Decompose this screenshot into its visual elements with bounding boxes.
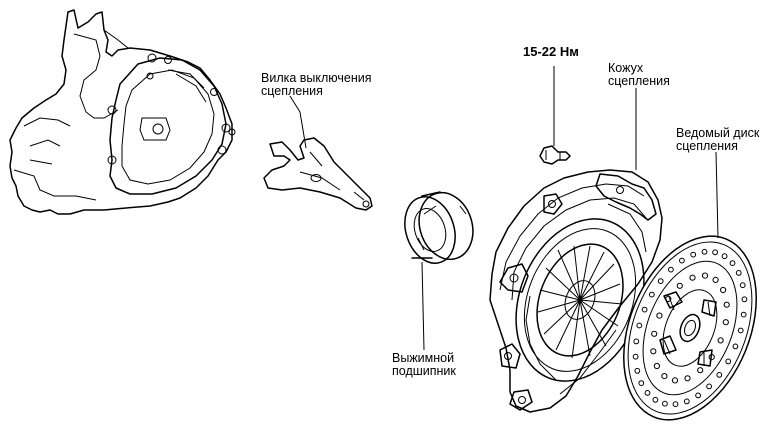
rivet-hole (672, 401, 679, 408)
rivet-hole (683, 398, 690, 405)
rivet-hole (737, 327, 744, 334)
rivet-hole (706, 383, 712, 390)
label-release-fork-line1: Вилка выключения (261, 71, 372, 85)
rivet-hole (716, 372, 723, 378)
rivet-hole (671, 377, 679, 384)
rivet-hole (722, 319, 729, 326)
transmission-housing (9, 9, 236, 215)
rivet-hole (690, 251, 697, 258)
rivet-hole (729, 260, 736, 267)
clutch-cover (489, 169, 663, 413)
rivet-hole (695, 392, 701, 399)
rivet-hole (632, 353, 639, 360)
rivet-hole (689, 274, 696, 281)
rivet-hole (712, 276, 719, 283)
rivet-hole (634, 367, 641, 374)
label-release-fork: Вилка выключения сцепления (261, 72, 372, 98)
label-clutch-cover-line1: Кожух (608, 61, 644, 75)
rivet-hole (653, 362, 661, 370)
rivet-hole (697, 367, 704, 374)
rivet-hole (740, 311, 747, 318)
label-clutch-disc-line2: сцепления (676, 139, 738, 153)
label-clutch-disc: Ведомый диск сцепления (676, 127, 759, 153)
rivet-hole (651, 330, 658, 337)
label-release-bearing-line2: подшипник (392, 364, 456, 378)
rivet-hole (735, 270, 742, 276)
rivet-hole (684, 375, 691, 382)
disc-rivet-holes (632, 248, 748, 408)
pressure-plate-bolt (539, 145, 571, 165)
release-fork (263, 137, 373, 211)
rivet-hole (662, 400, 668, 407)
release-bearing (404, 191, 474, 264)
clutch-disc (623, 235, 757, 421)
rivet-hole (720, 286, 727, 294)
rivet-hole (636, 322, 643, 329)
rivet-hole (650, 348, 657, 355)
rivet-hole (656, 312, 663, 319)
rivet-hole (652, 396, 659, 403)
label-clutch-cover-line2: сцепления (608, 74, 670, 88)
rivet-hole (661, 373, 668, 380)
rivet-hole (723, 301, 730, 308)
label-release-bearing: Выжимной подшипник (392, 352, 456, 378)
rivet-hole (717, 337, 724, 344)
rivet-hole (633, 338, 640, 345)
rivet-hole (712, 249, 718, 256)
rivet-hole (638, 380, 645, 387)
label-release-fork-line2: сцепления (261, 84, 323, 98)
label-release-bearing-line1: Выжимной (392, 351, 455, 365)
rivet-hole (721, 253, 728, 260)
rivet-hole (701, 272, 709, 279)
rivet-hole (648, 291, 655, 298)
rivet-hole (725, 358, 732, 365)
rivet-hole (739, 282, 746, 289)
label-clutch-cover: Кожух сцепления (608, 62, 670, 88)
label-torque: 15-22 Нм (523, 44, 579, 59)
rivet-hole (732, 343, 739, 350)
rivet-hole (676, 282, 683, 289)
label-clutch-disc-line1: Ведомый диск (676, 126, 760, 140)
leader-lines (289, 66, 719, 351)
rivet-hole (641, 306, 648, 313)
rivet-hole (657, 278, 664, 285)
rivet-hole (701, 248, 708, 255)
rivet-hole (679, 257, 685, 264)
rivet-hole (741, 296, 748, 303)
rivet-hole (644, 390, 651, 396)
rivet-hole (668, 266, 674, 273)
